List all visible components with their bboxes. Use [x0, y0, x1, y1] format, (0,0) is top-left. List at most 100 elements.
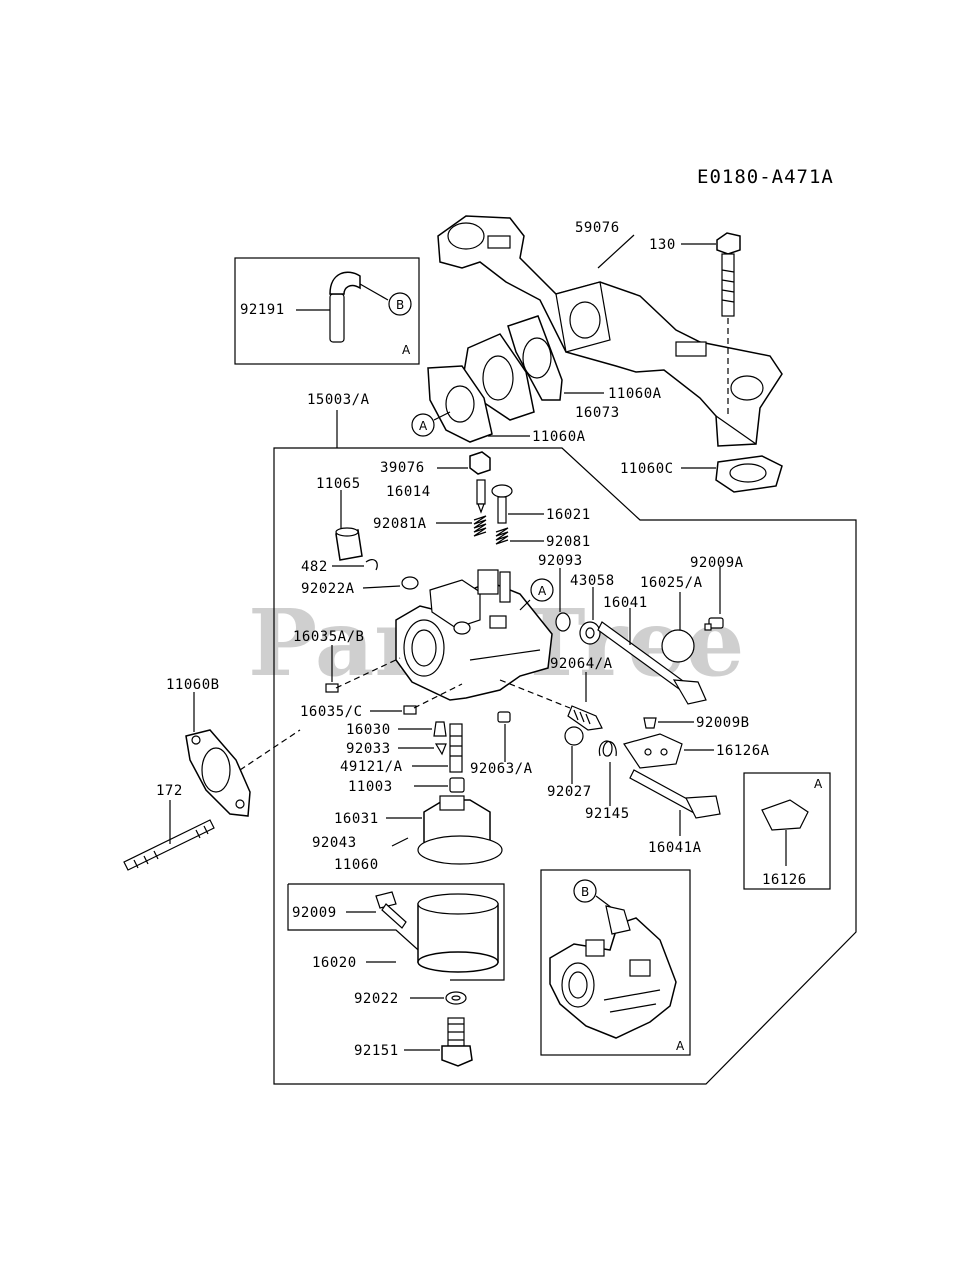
label-92081A: 92081A: [373, 516, 427, 532]
callout-b2-circle: [573, 879, 597, 903]
inset-16126-tag: A: [814, 777, 823, 791]
label-16021: 16021: [546, 507, 591, 523]
screw-92064A[interactable]: [567, 705, 603, 731]
label-16035AB: 16035A/B: [293, 629, 364, 645]
plate-16126[interactable]: [761, 799, 809, 831]
oring-92093[interactable]: [555, 612, 571, 632]
part-39076[interactable]: [469, 451, 491, 475]
callout-a2-circle: [530, 578, 554, 602]
cap-11065[interactable]: [335, 527, 363, 561]
spring-92081A[interactable]: [473, 515, 487, 537]
inset-16126-box: [743, 772, 831, 890]
inset-assembly-tag: A: [676, 1039, 685, 1053]
label-11065: 11065: [316, 476, 361, 492]
label-92009B: 92009B: [696, 715, 750, 731]
carburetor-assembly-inset[interactable]: [549, 905, 677, 1039]
label-16014: 16014: [386, 484, 431, 500]
diagram-code: E0180-A471A: [697, 166, 834, 188]
label-11060A-upper: 11060A: [608, 386, 662, 402]
part-92033[interactable]: [434, 743, 447, 756]
screw-92009B[interactable]: [643, 717, 657, 729]
carburetor-body[interactable]: [395, 569, 553, 701]
callout-b: B: [396, 298, 404, 312]
label-172: 172: [156, 783, 183, 799]
assembly-outline: [273, 410, 857, 1085]
screw-92009[interactable]: [375, 891, 407, 929]
label-92081: 92081: [546, 534, 591, 550]
screw-92009A[interactable]: [704, 617, 724, 631]
label-92033: 92033: [346, 741, 391, 757]
callout-b2: B: [581, 885, 589, 899]
bolt-92151[interactable]: [441, 1017, 473, 1067]
washer-92022A[interactable]: [401, 576, 419, 590]
label-11060C: 11060C: [620, 461, 674, 477]
tube-49121A[interactable]: [449, 723, 463, 773]
label-16126A: 16126A: [716, 743, 770, 759]
label-16030: 16030: [346, 722, 391, 738]
label-92022A: 92022A: [301, 581, 355, 597]
label-16041A: 16041A: [648, 840, 702, 856]
inset-92191-box: [234, 257, 420, 365]
screw-16021[interactable]: [491, 484, 513, 524]
label-16073: 16073: [575, 405, 620, 421]
label-16126: 16126: [762, 872, 807, 888]
label-11060B: 11060B: [166, 677, 220, 693]
tube-92191[interactable]: [329, 271, 361, 343]
part-16030[interactable]: [433, 721, 447, 737]
shaft-16041[interactable]: [597, 621, 707, 705]
clip-482[interactable]: [365, 558, 378, 571]
label-16020: 16020: [312, 955, 357, 971]
callout-b-circle: [388, 292, 412, 316]
label-49121A: 49121/A: [340, 759, 403, 775]
label-92027: 92027: [547, 784, 592, 800]
stud-172[interactable]: [123, 819, 215, 871]
gasket-11060C[interactable]: [715, 455, 783, 493]
callout-a-circle: [411, 413, 435, 437]
inset-assembly-box: [540, 869, 691, 1056]
jet-16035AB[interactable]: [325, 683, 339, 693]
bowl-group-box: [287, 883, 505, 981]
jet-11003[interactable]: [449, 777, 465, 793]
label-92093: 92093: [538, 553, 583, 569]
label-92009: 92009: [292, 905, 337, 921]
gasket-11060A-upper[interactable]: [507, 315, 563, 401]
bowl-16020[interactable]: [417, 893, 499, 973]
label-92063A: 92063/A: [470, 761, 533, 777]
intake-manifold[interactable]: [437, 215, 783, 447]
needle-16014[interactable]: [476, 479, 486, 514]
label-16031: 16031: [334, 811, 379, 827]
washer-92027[interactable]: [564, 726, 584, 746]
label-11060A-lower: 11060A: [532, 429, 586, 445]
label-482: 482: [301, 559, 328, 575]
label-92009A: 92009A: [690, 555, 744, 571]
label-92191: 92191: [240, 302, 285, 318]
pin-92043[interactable]: [391, 837, 409, 847]
label-11003: 11003: [348, 779, 393, 795]
plate-16126A[interactable]: [623, 733, 683, 769]
plate-16025A[interactable]: [661, 629, 695, 663]
label-11060: 11060: [334, 857, 379, 873]
jet-16035C[interactable]: [403, 705, 417, 715]
label-43058: 43058: [570, 573, 615, 589]
label-92022: 92022: [354, 991, 399, 1007]
inset-92191-tag: A: [402, 343, 411, 357]
shaft-16041A[interactable]: [629, 769, 721, 819]
gasket-11060A-lower[interactable]: [427, 365, 493, 443]
gasket-11060B[interactable]: [185, 729, 251, 817]
gasket-11060[interactable]: [417, 835, 503, 865]
label-92064A: 92064/A: [550, 656, 613, 672]
label-92151: 92151: [354, 1043, 399, 1059]
screw-92063A[interactable]: [497, 711, 511, 723]
spring-92081[interactable]: [495, 527, 509, 545]
callout-a: A: [419, 419, 428, 433]
spring-92145[interactable]: [598, 740, 617, 757]
bolt-130[interactable]: [716, 232, 741, 414]
label-130: 130: [649, 237, 676, 253]
label-16041: 16041: [603, 595, 648, 611]
label-59076: 59076: [575, 220, 620, 236]
label-92043: 92043: [312, 835, 357, 851]
washer-92022[interactable]: [445, 991, 467, 1005]
label-16025A: 16025/A: [640, 575, 703, 591]
seal-43058[interactable]: [579, 621, 601, 645]
